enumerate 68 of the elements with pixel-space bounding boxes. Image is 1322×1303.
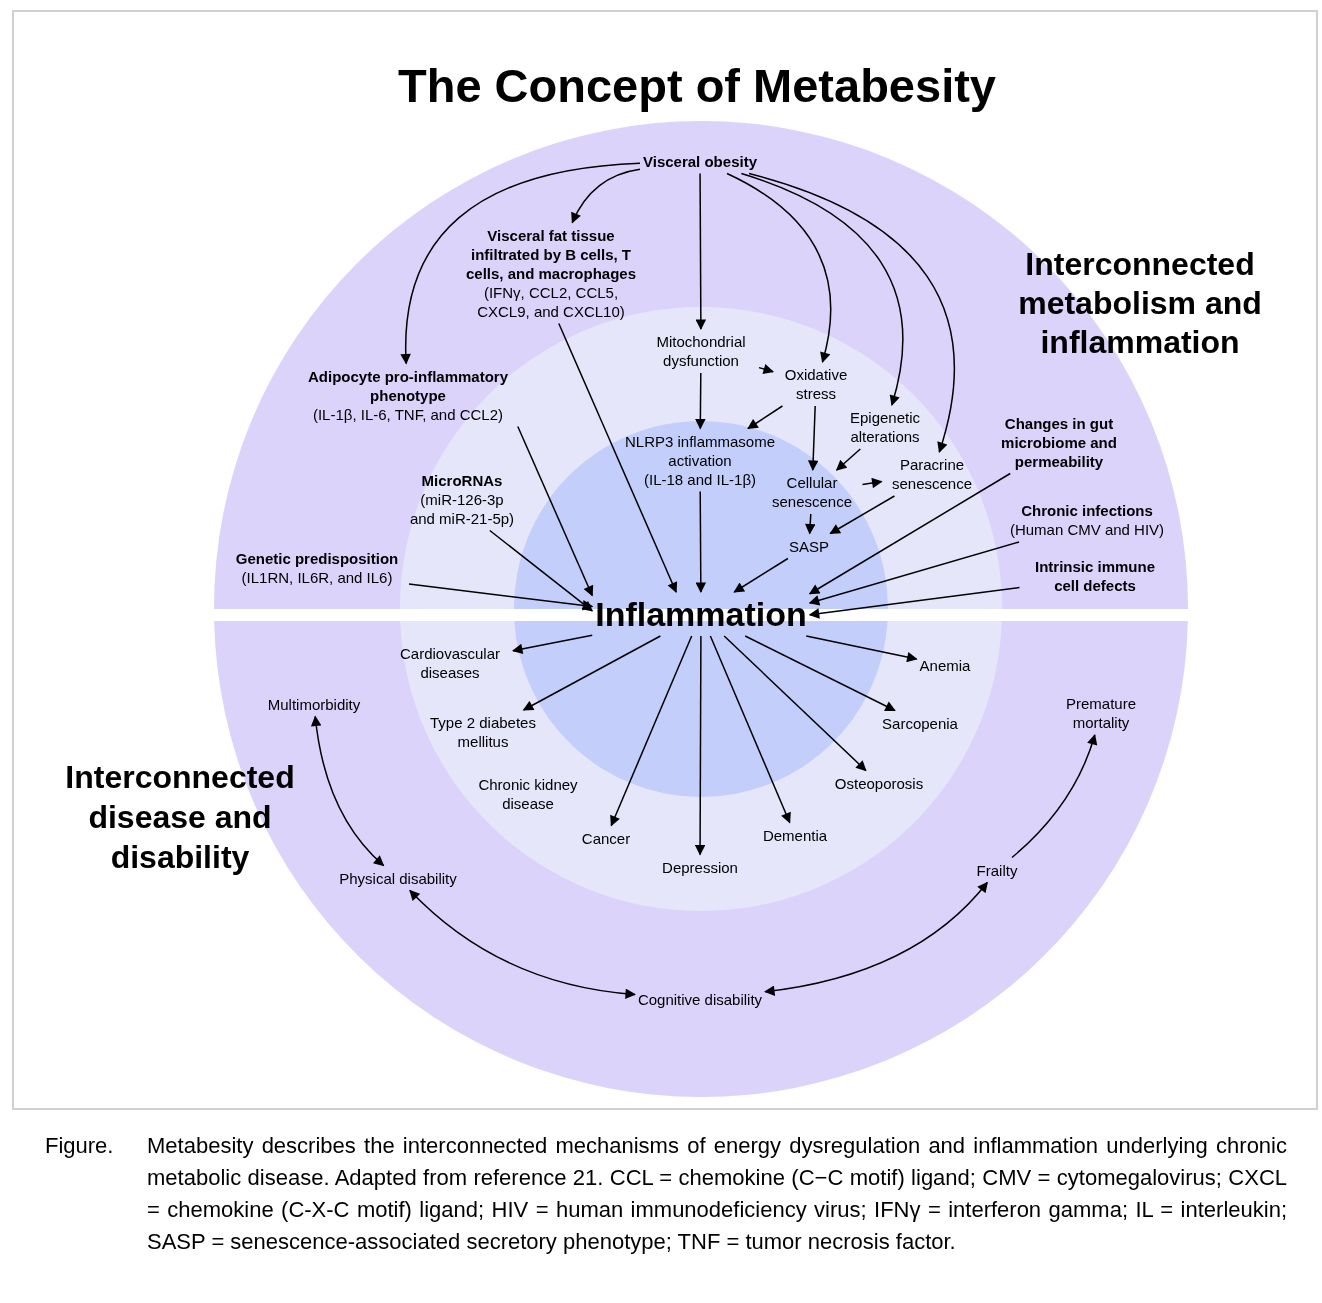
arrow — [522, 635, 662, 711]
node-label: Type 2 diabetes mellitus — [418, 713, 548, 751]
arrow — [747, 405, 784, 430]
node-label: Cancer — [581, 828, 631, 848]
figure-label: Figure. — [45, 1132, 114, 1160]
node-label: Changes in gut microbiome and permeability — [989, 413, 1129, 471]
arrow — [805, 513, 816, 535]
arrow — [489, 529, 594, 612]
arrow — [726, 172, 832, 363]
node-label: Adipocyte pro-inflammatory phenotype (IL-1β, IL-6, TNF, and CCL2) — [292, 366, 524, 424]
node-label: Depression — [662, 857, 738, 877]
node-label: Mitochondrial dysfunction — [646, 332, 756, 370]
arrow — [517, 425, 594, 597]
arrow — [571, 168, 641, 224]
node-label: Intrinsic immune cell defects — [1022, 557, 1168, 595]
arrow — [808, 541, 1020, 606]
arrow — [511, 634, 593, 655]
arrow — [861, 477, 883, 489]
arrow — [758, 364, 774, 375]
node-label: Genetic predisposition (IL1RN, IL6R, and IL6) — [228, 549, 406, 587]
node-label: Sarcopenia — [882, 713, 958, 733]
node-label: Premature mortality — [1056, 694, 1146, 732]
node-label: Osteoporosis — [834, 773, 924, 793]
section-heading: Interconnected disease and disability — [64, 758, 296, 877]
section-heading: Interconnected metabolism and inflammation — [1017, 245, 1263, 362]
node-label: Epigenetic alterations — [840, 408, 930, 446]
node-label: Oxidative stress — [776, 365, 856, 403]
central-label: Inflammation — [595, 595, 807, 633]
arrow — [805, 635, 918, 663]
caption: Metabesity describes the interconnected mechanisms of energy dysregulation and inflammation underlying chronic metabolic disease. Adapted from reference 21. CCL = chemokine (C−C motif) ligand; CMV = cytomegalovirus; CXCL = chemokine (C-X-C motif) ligand; HIV = human immunodeficiency virus; IFNγ = interferon gamma; IL = interleukin; SASP = senescence-associated secretory phenotype; TNF = tumor necrosis factor. — [147, 1132, 1287, 1256]
node-label: Multimorbidity — [267, 694, 361, 714]
node-label: Visceral obesity — [643, 151, 757, 171]
arrow — [733, 557, 789, 593]
arrow — [723, 635, 867, 772]
arrow — [400, 162, 641, 365]
arrow — [695, 490, 707, 594]
arrow — [1011, 734, 1097, 859]
node-label: Dementia — [762, 825, 828, 845]
title: The Concept of Metabesity — [397, 58, 997, 114]
arrow — [694, 635, 706, 856]
arrow — [709, 635, 791, 824]
node-label: Chronic kidney disease — [473, 775, 583, 813]
arrow — [808, 586, 1021, 619]
arrow — [764, 881, 988, 996]
arrow — [408, 583, 594, 611]
node-label: Chronic infections (Human CMV and HIV) — [992, 501, 1182, 539]
node-label: Cardiovascular diseases — [390, 644, 510, 682]
arrow — [311, 715, 385, 867]
arrow — [695, 172, 707, 331]
arrow — [807, 405, 819, 472]
arrow — [744, 635, 896, 712]
arrow — [695, 372, 706, 430]
node-label: Physical disability — [339, 868, 457, 888]
node-label: Cognitive disability — [637, 989, 763, 1009]
arrow — [610, 635, 693, 827]
node-label: Anemia — [919, 655, 971, 675]
arrow — [748, 172, 955, 453]
arrow — [829, 495, 896, 535]
arrow — [409, 889, 636, 999]
arrow — [558, 322, 678, 593]
arrow — [740, 172, 904, 406]
node-label: Paracrine senescence — [884, 455, 980, 493]
node-label: MicroRNAs (miR-126-3p and miR-21-5p) — [406, 470, 518, 528]
arrow — [835, 448, 862, 471]
node-label: Frailty — [976, 860, 1018, 880]
node-label: SASP — [789, 536, 829, 556]
arrow — [808, 472, 1011, 595]
node-label: Visceral fat tissue infiltrated by B cells, T cells, and macrophages (IFNγ, CCL2, CCL5, CXCL9, and CXCL10) — [456, 225, 646, 321]
